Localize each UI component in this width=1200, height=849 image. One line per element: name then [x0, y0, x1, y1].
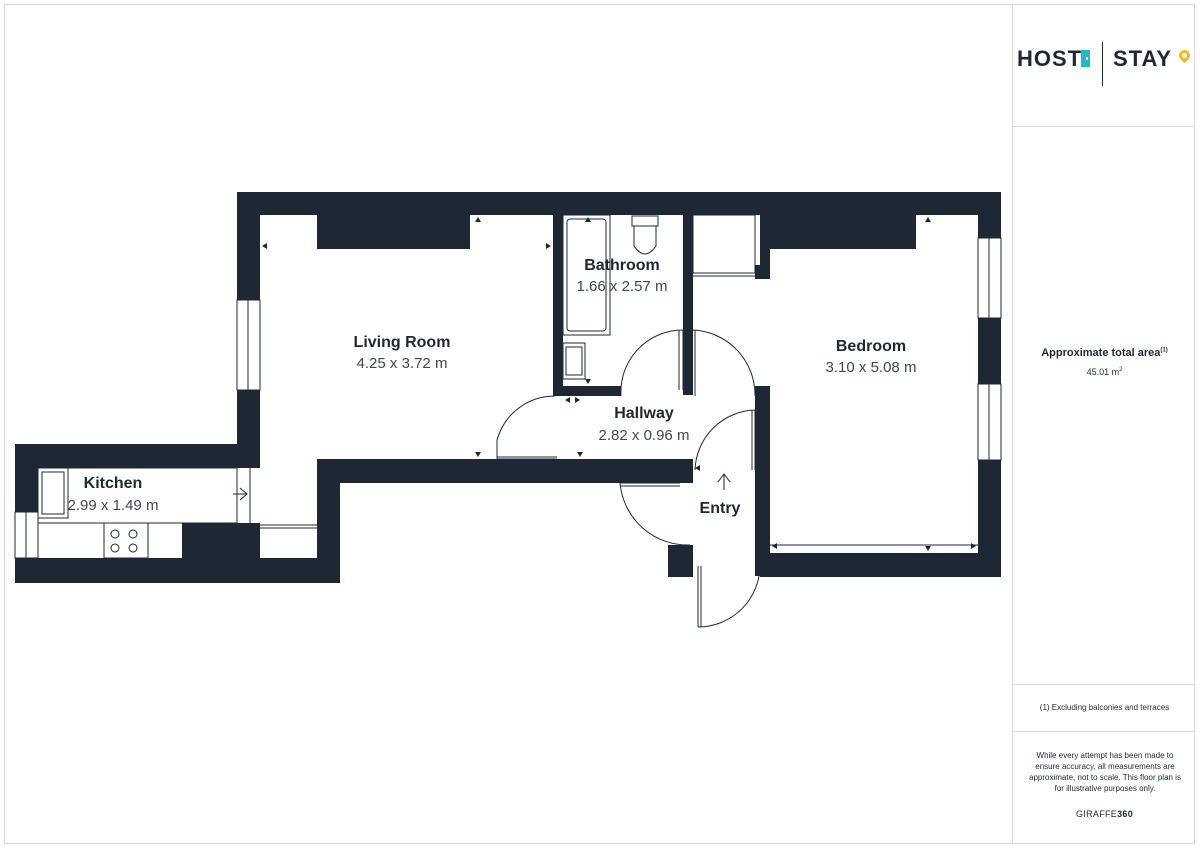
sidebar-divider — [1013, 684, 1195, 685]
floorplan-sheet — [4, 4, 1195, 844]
wall-bed-right-1 — [978, 192, 1001, 238]
door-arc-living — [496, 395, 556, 459]
fixtures — [37, 214, 978, 628]
area-value: 45.01 m2 — [1013, 367, 1196, 377]
wall-bed-column — [770, 215, 916, 249]
room-name-bathroom: Bathroom — [584, 257, 660, 274]
wall-bed-left-lower — [755, 386, 770, 576]
disclaimer: While every attempt has been made to ens… — [1029, 751, 1181, 793]
room-name-entry: Entry — [700, 500, 741, 517]
wall-bed-bottom — [760, 553, 1001, 577]
room-dims-living: 4.25 x 3.72 m — [357, 355, 448, 372]
info-sidebar: HOST STAY Approximate total area(1) 45.0… — [1012, 4, 1195, 844]
floor-plan: Living Room 4.25 x 3.72 m Bathroom 1.66 … — [14, 192, 1002, 628]
wall-kitchen-block — [182, 523, 260, 583]
host-stay-logo: HOST STAY — [1013, 40, 1196, 88]
location-pin-icon — [1176, 47, 1193, 64]
room-name-bedroom: Bedroom — [836, 338, 906, 355]
bathtub — [562, 214, 611, 336]
brand-bold: 360 — [1117, 809, 1134, 819]
wall-living-column — [317, 215, 470, 249]
wall-bath-left — [553, 215, 563, 395]
windows — [14, 237, 1002, 559]
footnote: (1) Excluding balconies and terraces — [1039, 703, 1170, 712]
door-icon — [1081, 50, 1090, 67]
wall-living-left-upper — [237, 192, 260, 300]
logo-divider — [1102, 42, 1103, 86]
wall-bath-bottom — [553, 386, 621, 396]
logo-stay-text: STAY — [1113, 46, 1173, 71]
room-dims-kitchen: 2.99 x 1.49 m — [68, 497, 159, 514]
door-arc-bedroom — [692, 329, 756, 397]
door-arc-entry-left — [619, 482, 691, 546]
toilet-bowl — [633, 226, 657, 255]
kitchen-sink — [37, 467, 69, 519]
wardrobe — [692, 214, 756, 274]
door-arc-front — [697, 565, 761, 628]
wall-bath-right — [683, 215, 693, 395]
area-note-ref: (1) — [1160, 347, 1168, 354]
wall-bed-right-3 — [978, 460, 1001, 577]
kitchen-hob — [103, 522, 149, 559]
wall-kitchen-top — [15, 444, 260, 468]
area-value-text: 45.01 m — [1086, 367, 1120, 377]
sidebar-divider — [1013, 731, 1195, 732]
room-dims-bedroom: 3.10 x 5.08 m — [826, 359, 917, 376]
room-name-living: Living Room — [354, 334, 451, 351]
wall-living-bottom — [317, 459, 693, 483]
wall-bed-right-2 — [978, 318, 1001, 384]
room-dims-bathroom: 1.66 x 2.57 m — [577, 278, 668, 295]
wall-bed-left-notch — [755, 265, 770, 279]
walls — [15, 192, 1001, 583]
door-arc-bathroom — [620, 329, 684, 397]
bath-sink — [562, 342, 586, 380]
door-arc-entry-right — [694, 409, 756, 471]
wall-top — [237, 192, 1001, 215]
giraffe360-brand: GIRAFFE360 — [1013, 809, 1196, 819]
toilet-cistern — [631, 215, 659, 227]
wall-kitchen-left — [15, 444, 38, 512]
brand-light: GIRAFFE — [1075, 809, 1118, 819]
wall-bed-left-top — [760, 215, 770, 279]
room-name-kitchen: Kitchen — [84, 475, 143, 492]
wall-bottom-kitchen — [15, 558, 340, 583]
area-title: Approximate total area(1) — [1013, 347, 1196, 359]
wall-living-bottom-left — [317, 459, 340, 583]
logo-host-text: HOST — [1017, 46, 1083, 71]
area-unit-sup: 2 — [1119, 367, 1123, 373]
wall-entry-left-block — [668, 545, 693, 577]
room-name-hallway: Hallway — [614, 405, 674, 422]
sidebar-divider — [1013, 126, 1195, 127]
area-title-text: Approximate total area — [1041, 347, 1161, 359]
dimension-ticks — [262, 217, 976, 551]
room-dims-hallway: 2.82 x 0.96 m — [599, 427, 690, 444]
